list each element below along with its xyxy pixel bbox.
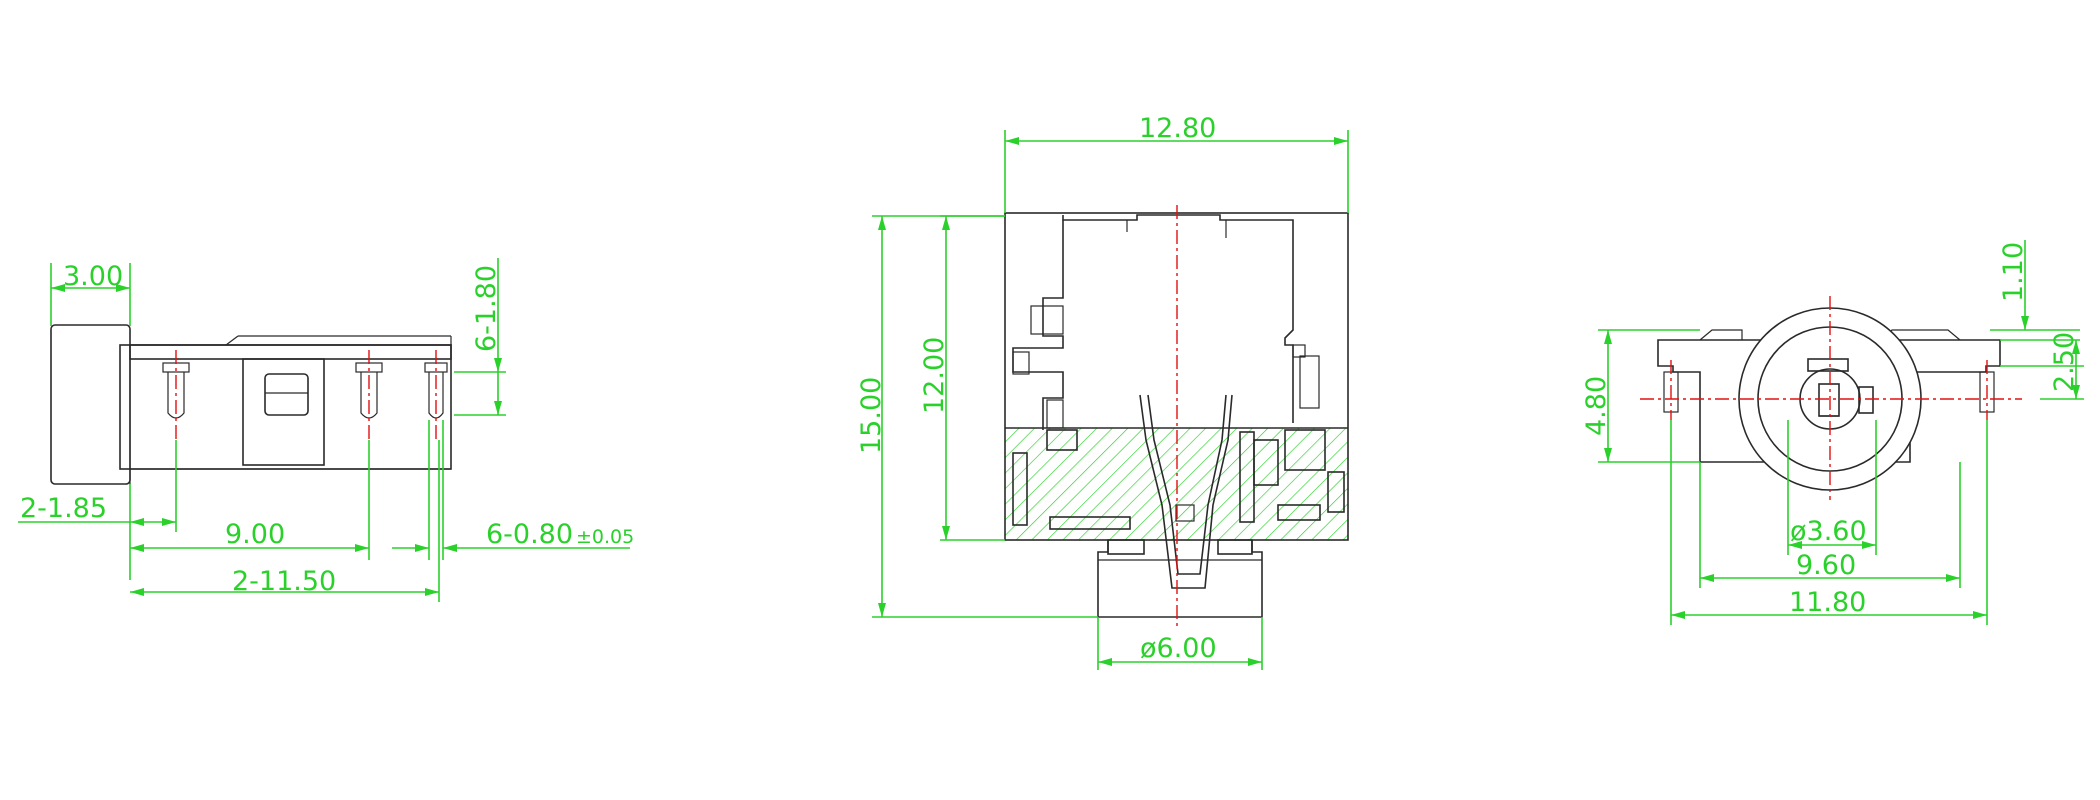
dim-12-80: 12.80 — [1004, 113, 1349, 213]
dim-text-1-10: 1.10 — [1998, 242, 2029, 302]
dim-3-60: ø3.60 — [1787, 420, 1877, 555]
dim-text-3-60: ø3.60 — [1790, 516, 1867, 547]
dim-15-00: 15.00 — [856, 215, 1098, 618]
dim-2-50: 2.50 — [2000, 332, 2084, 400]
dim-2-1-85: 2-1.85 — [18, 440, 177, 580]
dim-6-1-80: 6-1.80 — [454, 258, 506, 416]
dim-6-0-80: 6-0.80 ±0.05 — [392, 420, 634, 560]
dim-4-80: 4.80 — [1581, 329, 1700, 463]
dim-text-6-00: ø6.00 — [1140, 633, 1217, 664]
dim-text-15-00: 15.00 — [856, 377, 887, 454]
dim-2-11-50: 2-11.50 — [130, 440, 440, 602]
dim-text-12-80: 12.80 — [1139, 113, 1216, 144]
dim-9-00: 9.00 — [130, 440, 370, 560]
dim-12-00: 12.00 — [919, 215, 1005, 541]
front-view: 12.80 15.00 12.00 ø6.00 — [856, 113, 1349, 670]
dim-text-6-0-80: 6-0.80 — [486, 519, 573, 550]
dim-text-3-00: 3.00 — [63, 261, 123, 292]
dim-text-6-1-80: 6-1.80 — [471, 265, 502, 352]
dim-text-11-80: 11.80 — [1789, 587, 1866, 618]
dim-text-9-00: 9.00 — [225, 519, 285, 550]
dim-text-9-60: 9.60 — [1796, 550, 1856, 581]
dim-text-2-11-50: 2-11.50 — [232, 566, 336, 597]
rear-view: 1.10 2.50 4.80 ø3.60 — [1581, 240, 2084, 625]
dim-6-00: ø6.00 — [1097, 617, 1263, 670]
dim-text-tolerance: ±0.05 — [576, 526, 634, 548]
dim-3-00: 3.00 — [50, 261, 131, 326]
dim-text-4-80: 4.80 — [1581, 376, 1612, 436]
dim-1-10: 1.10 — [1990, 240, 2080, 341]
dim-text-2-50: 2.50 — [2049, 332, 2080, 392]
dim-text-2-1-85: 2-1.85 — [20, 493, 107, 524]
dim-text-12-00: 12.00 — [919, 337, 950, 414]
dim-11-80: 11.80 — [1670, 420, 1988, 625]
dim-9-60: 9.60 — [1699, 462, 1961, 588]
side-view: 3.00 6-1.80 2-1.85 9.00 — [18, 258, 634, 602]
